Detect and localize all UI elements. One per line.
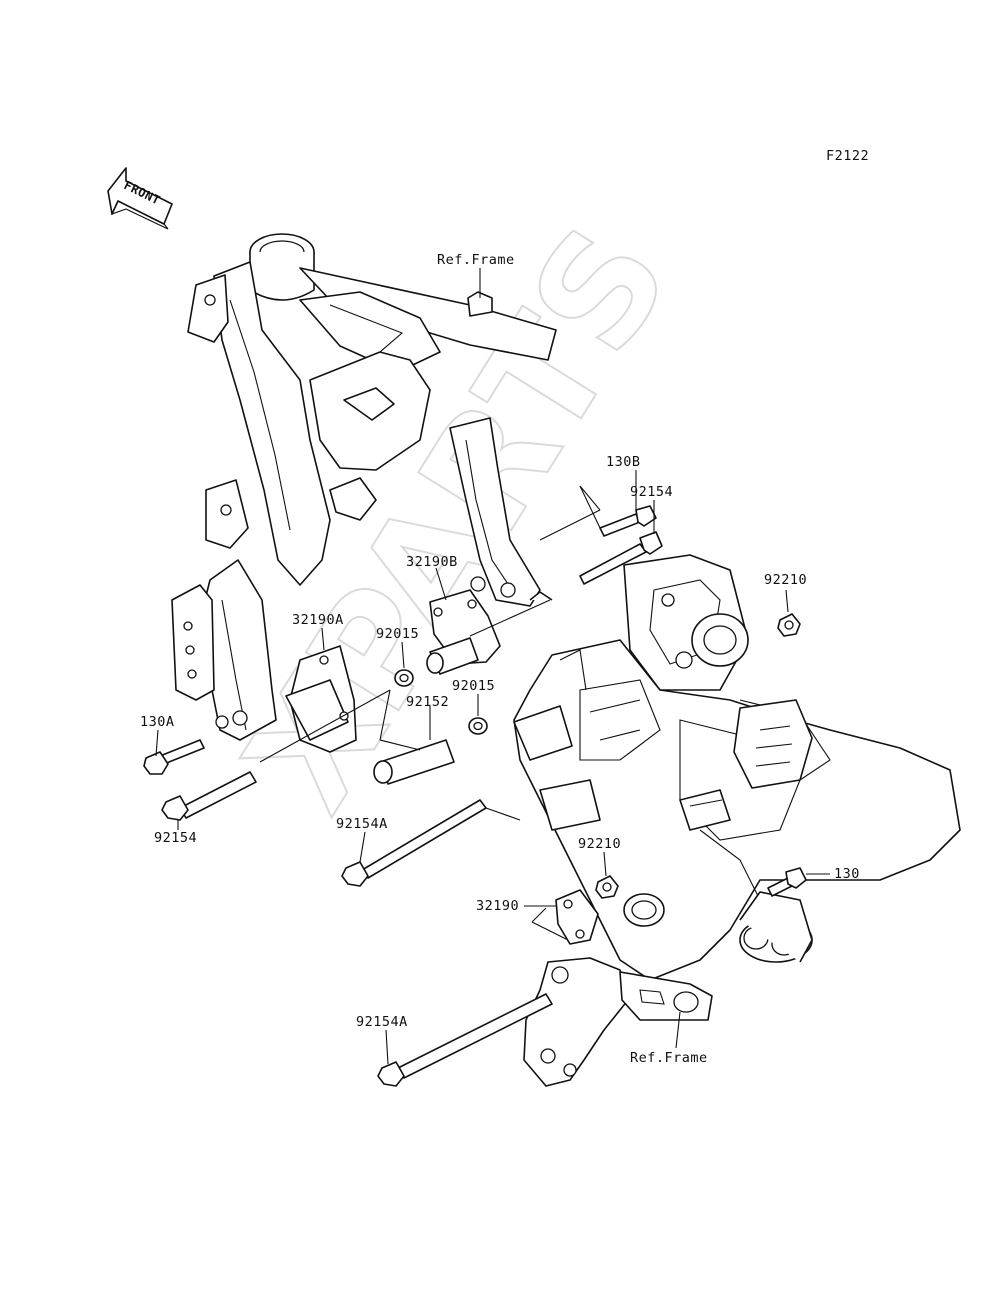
spacer-upper	[426, 637, 479, 675]
washer-92015-left	[394, 669, 414, 687]
label-32190B: 32190B	[406, 554, 458, 570]
nut-92210-bottom	[595, 875, 619, 899]
label-92210-top: 92210	[764, 572, 807, 588]
label-92154A-mid: 92154A	[336, 816, 388, 832]
lower-frame-bracket	[523, 957, 713, 1087]
label-92015-right: 92015	[452, 678, 495, 694]
part-labels: Ref.Frame 130B 92154 92210 32190B 32190A…	[140, 252, 860, 1066]
washer-92015-right	[468, 717, 488, 735]
label-32190: 32190	[476, 898, 519, 914]
label-ref-frame-bottom: Ref.Frame	[630, 1050, 708, 1066]
engine-drawing	[513, 554, 961, 981]
label-92154-right: 92154	[630, 484, 673, 500]
bolt-130A	[143, 739, 205, 775]
label-92154-left: 92154	[154, 830, 197, 846]
nut-92210-top	[777, 613, 801, 637]
label-130: 130	[834, 866, 860, 882]
figure-code: F2122	[826, 148, 869, 164]
label-92154A-bottom: 92154A	[356, 1014, 408, 1030]
label-130A: 130A	[140, 714, 175, 730]
label-130B: 130B	[606, 454, 641, 470]
bracket-32190	[555, 889, 599, 945]
main-frame-drawing	[171, 233, 557, 741]
label-92210-bottom: 92210	[578, 836, 621, 852]
label-32190A: 32190A	[292, 612, 344, 628]
bolt-92154A-bottom	[377, 993, 553, 1087]
bolt-92154-left	[161, 771, 257, 821]
label-ref-frame-top: Ref.Frame	[437, 252, 515, 268]
label-92015-left: 92015	[376, 626, 419, 642]
front-arrow-icon: FRONT	[107, 167, 173, 230]
label-92152: 92152	[406, 694, 449, 710]
collar-92152	[373, 739, 455, 785]
bolt-130B	[599, 505, 657, 537]
bolt-92154-right	[579, 531, 663, 585]
bolt-130	[767, 867, 807, 897]
leader-lines	[155, 268, 830, 1065]
